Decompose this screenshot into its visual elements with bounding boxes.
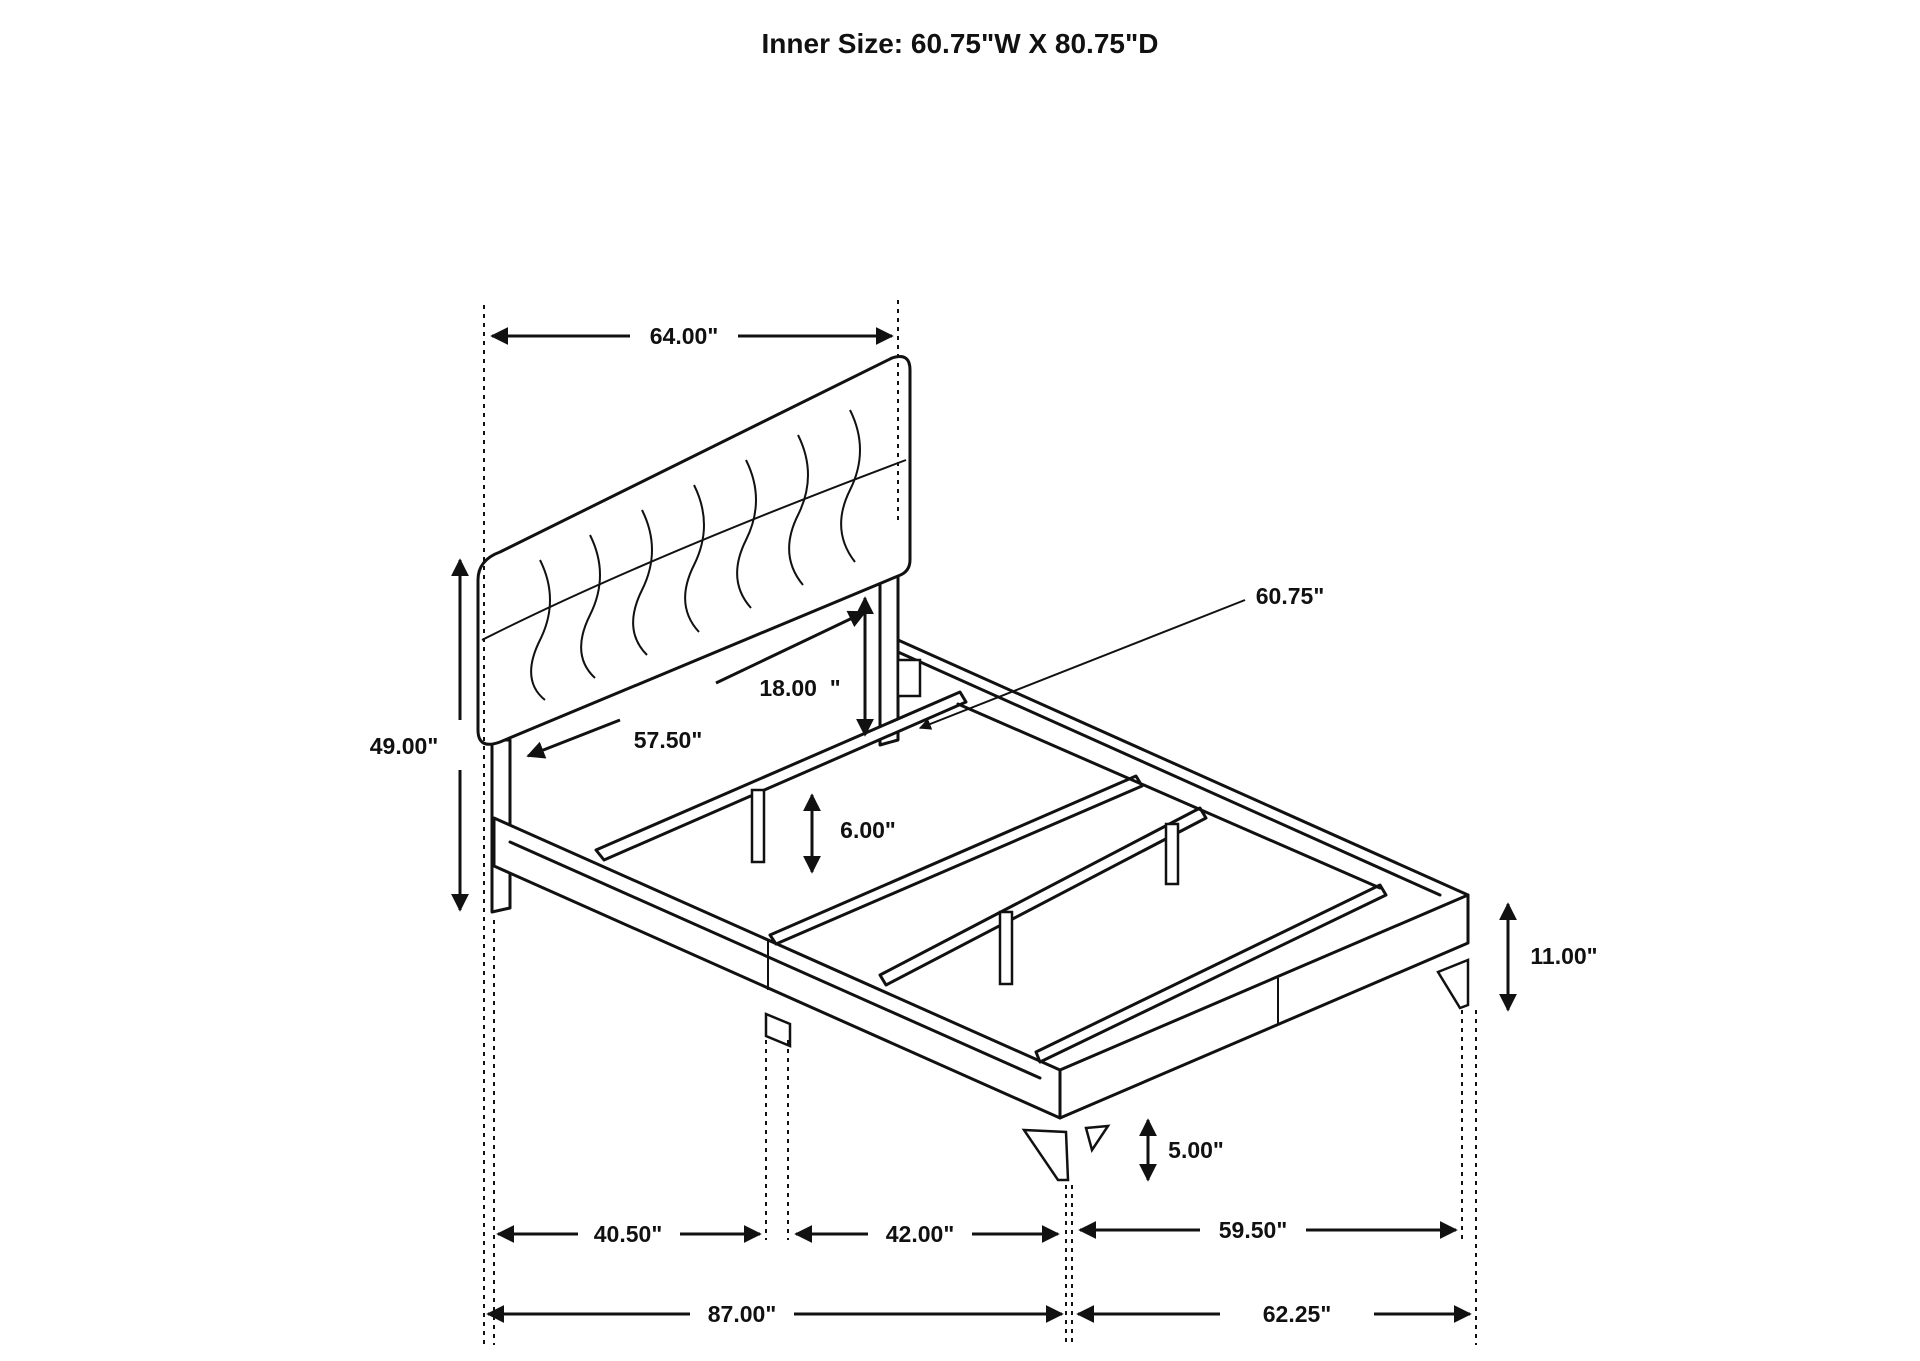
left-mid-leg bbox=[764, 1012, 792, 1048]
label-side-front-segment: 42.00" bbox=[886, 1221, 954, 1247]
center-leg-2 bbox=[998, 910, 1014, 986]
label-footboard-inner: 59.50" bbox=[1219, 1217, 1287, 1243]
slat-4 bbox=[1034, 883, 1388, 1064]
headboard-tufting bbox=[481, 409, 907, 701]
label-overall-width: 62.25" bbox=[1263, 1301, 1331, 1327]
center-leg-1 bbox=[750, 788, 766, 864]
label-headboard-width: 64.00" bbox=[650, 323, 718, 349]
dimension-arrows bbox=[451, 327, 1517, 1323]
back-right-leg bbox=[1436, 958, 1470, 1010]
front-right-leg bbox=[1084, 1124, 1111, 1153]
label-headboard-height: 49.00" bbox=[370, 733, 438, 759]
label-side-rear-segment: 40.50" bbox=[594, 1221, 662, 1247]
headboard-bracket bbox=[896, 658, 922, 698]
label-inner-width: 60.75" bbox=[1256, 583, 1324, 609]
page-title: Inner Size: 60.75"W X 80.75"D bbox=[761, 28, 1159, 59]
extension-lines bbox=[483, 300, 1477, 1345]
front-left-leg bbox=[1021, 1128, 1070, 1182]
dimension-labels: 64.00" 49.00" 57.50" 18.00 " 60.75" 6.00… bbox=[370, 323, 1598, 1327]
label-overall-length: 87.00" bbox=[708, 1301, 776, 1327]
center-support-rail bbox=[956, 702, 1382, 890]
bed-illustration bbox=[476, 355, 1470, 1182]
label-headboard-panel-width: 57.50" bbox=[634, 727, 702, 753]
label-headboard-clearance: 18.00 " bbox=[759, 675, 840, 701]
slat-2 bbox=[768, 774, 1144, 946]
left-side-rail bbox=[492, 816, 1062, 1120]
center-leg-3 bbox=[1164, 822, 1180, 886]
label-leg-height: 5.00" bbox=[1168, 1137, 1224, 1163]
footboard-rail bbox=[1058, 893, 1470, 1120]
label-center-leg-height: 6.00" bbox=[840, 817, 896, 843]
headboard-panel bbox=[476, 355, 912, 746]
label-side-rail-height: 11.00" bbox=[1530, 943, 1597, 969]
headboard-right-post bbox=[878, 558, 900, 747]
slat-3 bbox=[878, 806, 1208, 987]
slat-1 bbox=[594, 690, 968, 862]
